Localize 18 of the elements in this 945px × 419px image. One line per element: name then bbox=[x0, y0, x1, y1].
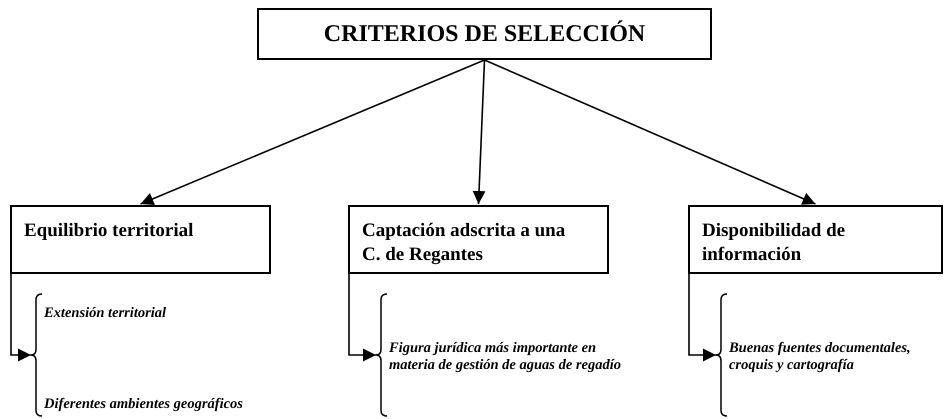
criterion-box bbox=[688, 205, 943, 274]
criterion-label: Equilibrio territorial bbox=[24, 219, 194, 243]
arrow bbox=[688, 274, 716, 362]
criterion-label: Captación adscrita a una C. de Regantes bbox=[362, 219, 566, 266]
title-text: CRITERIOS DE SELECCIÓN bbox=[324, 20, 646, 48]
criterion-box bbox=[10, 205, 271, 274]
criterion-label: Disponibilidad de información bbox=[702, 219, 846, 266]
arrow bbox=[348, 274, 376, 362]
item-text: Buenas fuentes documentales, croquis y cartografía bbox=[729, 340, 912, 374]
item-text: Figura jurídica más importante en materia de gestión de aguas de regadío bbox=[389, 340, 622, 374]
arrow bbox=[10, 274, 31, 362]
item-text: Extensión territorial bbox=[44, 305, 168, 322]
arrow bbox=[140, 59, 485, 205]
title-box bbox=[257, 8, 712, 60]
criterion-box bbox=[348, 205, 609, 274]
item-text: Diferentes ambientes geográficos bbox=[44, 396, 244, 413]
arrow bbox=[472, 60, 486, 204]
arrow bbox=[484, 59, 816, 205]
